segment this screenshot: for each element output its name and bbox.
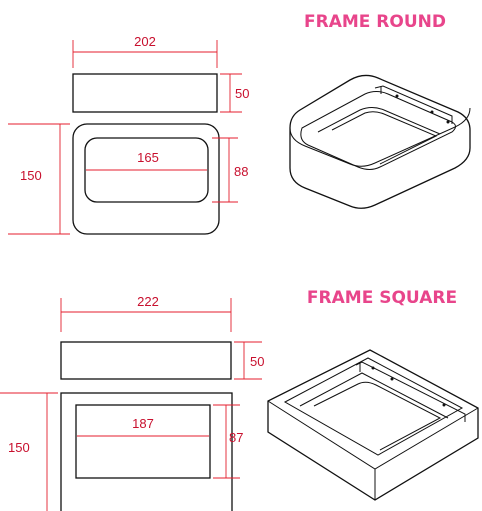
round-inner-width-label: 165: [137, 150, 159, 165]
round-inner-height-label: 88: [234, 164, 248, 179]
round-width-dimension: 202: [72, 34, 218, 68]
square-inner-height-label: 87: [229, 430, 243, 445]
square-isometric-view: [267, 349, 479, 501]
frame-round-section: FRAME ROUND 202 50 150: [8, 12, 471, 235]
square-inner-opening: [75, 404, 211, 479]
round-screw-icon: [446, 120, 450, 124]
square-depth-label: 150: [8, 440, 30, 455]
round-height-dimension: 50: [220, 73, 249, 113]
square-top-view: [60, 341, 232, 380]
frame-round-title: FRAME ROUND: [304, 12, 446, 32]
square-width-dimension: 222: [60, 294, 232, 332]
frame-square-title: FRAME SQUARE: [307, 288, 457, 308]
square-height-label: 50: [250, 354, 264, 369]
round-inner-height-dimension: 88: [212, 137, 248, 203]
square-screw-icon: [390, 377, 394, 381]
square-depth-dimension: 150: [0, 392, 58, 511]
round-screw-icon: [395, 94, 399, 98]
round-screw-icon: [430, 110, 434, 114]
round-depth-label: 150: [20, 168, 42, 183]
square-height-dimension: 50: [234, 341, 264, 380]
round-isometric-view: [289, 74, 471, 209]
square-inner-width-label: 187: [132, 416, 154, 431]
round-inner-width-dimension: 165: [86, 150, 207, 171]
round-width-label: 202: [134, 34, 156, 49]
frame-square-section: FRAME SQUARE 222 50 150 187: [0, 288, 479, 511]
square-inner-height-dimension: 87: [213, 404, 243, 479]
square-width-label: 222: [137, 294, 159, 309]
round-top-view: [72, 73, 218, 113]
round-height-label: 50: [235, 86, 249, 101]
square-inner-width-dimension: 187: [77, 416, 209, 437]
square-screw-icon: [371, 366, 375, 370]
square-screw-icon: [442, 403, 446, 407]
round-depth-dimension: 150: [8, 123, 70, 235]
